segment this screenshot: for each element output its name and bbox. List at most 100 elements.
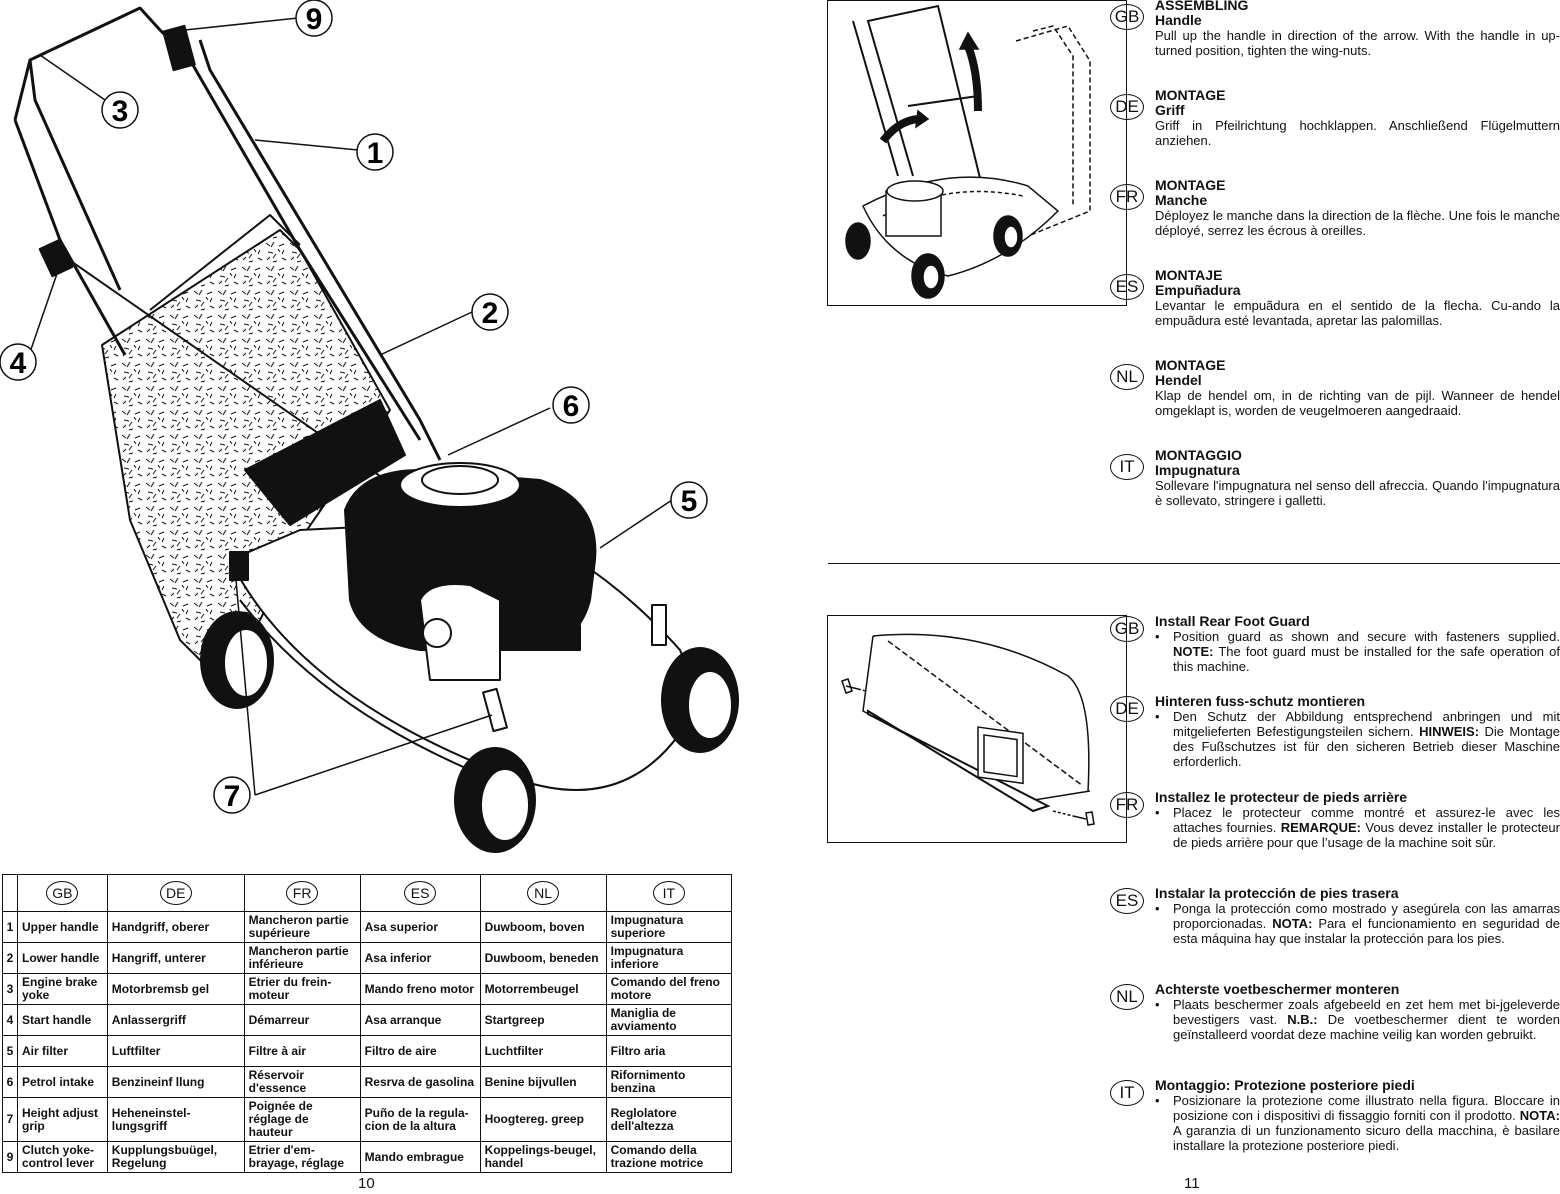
table-header-de: DE — [106, 874, 245, 912]
table-cell-nl: Koppelings-beugel, handel — [479, 1141, 607, 1173]
table-cell-gb: Petrol intake — [17, 1066, 108, 1098]
table-header-num — [2, 874, 18, 912]
note-text: A garanzia di un funzionamento sicuro de… — [1173, 1123, 1560, 1153]
block-title: MONTAGE — [1155, 87, 1226, 103]
table-row-number: 9 — [2, 1141, 18, 1173]
language-badge: NL — [1110, 364, 1144, 390]
block-title: MONTAGE — [1155, 177, 1226, 193]
note-label: NOTE: — [1173, 644, 1214, 659]
foot-guard-figure — [827, 615, 1127, 843]
block-title: ASSEMBLING — [1155, 0, 1249, 13]
block-text: Pull up the handle in direction of the a… — [1155, 28, 1560, 58]
callout-3: 3 — [112, 95, 129, 128]
callout-7: 7 — [224, 780, 241, 813]
section-divider — [828, 563, 1560, 564]
table-cell-es: Asa superior — [359, 911, 481, 943]
table-cell-nl: Startgreep — [479, 1004, 607, 1036]
table-cell-es: Filtro de aire — [359, 1035, 481, 1067]
table-cell-it: Reglolatore dell'altezza — [605, 1097, 733, 1142]
note-text: De voetbeschermer dient te worden geïnst… — [1173, 1012, 1560, 1042]
block-title: MONTAGGIO — [1155, 447, 1242, 463]
bullet-text: Placez le protecteur comme montré et ass… — [1173, 805, 1560, 835]
table-cell-es: Mando embrague — [359, 1141, 481, 1173]
table-cell-gb: Upper handle — [17, 911, 108, 943]
table-row-number: 4 — [2, 1004, 18, 1036]
table-cell-fr: Poignée de réglage de hauteur — [243, 1097, 361, 1142]
table-cell-nl: Motorrembeugel — [479, 973, 607, 1005]
callout-2: 2 — [482, 297, 499, 330]
note-label: N.B.: — [1287, 1012, 1318, 1027]
table-cell-de: Anlassergriff — [106, 1004, 245, 1036]
block-bullet: Placez le protecteur comme montré et ass… — [1155, 805, 1560, 850]
language-badge: GB — [1110, 4, 1144, 30]
note-label: NOTA: — [1272, 916, 1313, 931]
block-bullet: Posizionare la protezione come illustrat… — [1155, 1093, 1560, 1153]
note-text: Vous devez installer le protecteur de pi… — [1173, 820, 1560, 850]
note-label: NOTA: — [1519, 1108, 1560, 1123]
block-subtitle: Griff — [1155, 102, 1185, 118]
table-cell-de: Motorbremsb gel — [106, 973, 245, 1005]
table-cell-gb: Start handle — [17, 1004, 108, 1036]
table-cell-nl: Luchtfilter — [479, 1035, 607, 1067]
table-cell-fr: Démarreur — [243, 1004, 361, 1036]
table-row-number: 3 — [2, 973, 18, 1005]
note-text: Die Montage des Fußschutzes ist für den … — [1173, 724, 1560, 769]
table-cell-fr: Etrier du frein-moteur — [243, 973, 361, 1005]
block-title: Install Rear Foot Guard — [1155, 613, 1310, 629]
table-row-number: 7 — [2, 1097, 18, 1142]
page-number-left: 10 — [358, 1175, 375, 1192]
table-row-number: 1 — [2, 911, 18, 943]
block-title: Hinteren fuss-schutz montieren — [1155, 693, 1366, 709]
table-cell-it: Comando del freno motore — [605, 973, 733, 1005]
language-badge: DE — [1110, 94, 1144, 120]
table-cell-gb: Air filter — [17, 1035, 108, 1067]
note-text: The foot guard must be installed for the… — [1173, 644, 1560, 674]
table-cell-de: Luftfilter — [106, 1035, 245, 1067]
table-cell-gb: Engine brake yoke — [17, 973, 108, 1005]
table-cell-fr: Etrier d'em-brayage, réglage — [243, 1141, 361, 1173]
note-label: REMARQUE: — [1280, 820, 1361, 835]
table-cell-es: Asa inferior — [359, 942, 481, 974]
language-badge: IT — [1110, 1080, 1144, 1106]
handle-assembly-figure — [827, 0, 1127, 306]
note-label: HINWEIS: — [1419, 724, 1480, 739]
table-cell-es: Asa arranque — [359, 1004, 481, 1036]
table-row-number: 5 — [2, 1035, 18, 1067]
block-title: Installez le protecteur de pieds arrière — [1155, 789, 1408, 805]
table-cell-it: Maniglia de avviamento — [605, 1004, 733, 1036]
language-badge: FR — [1110, 792, 1144, 818]
callout-9: 9 — [306, 3, 323, 36]
language-badge: NL — [1110, 984, 1144, 1010]
table-cell-gb: Clutch yoke-control lever — [17, 1141, 108, 1173]
language-badge: ES — [1110, 274, 1144, 300]
block-text: Griff in Pfeilrichtung hochklappen. Ansc… — [1155, 118, 1560, 148]
bullet-text: Ponga la protección como mostrado y aseg… — [1173, 901, 1560, 931]
table-cell-nl: Hoogtereg. greep — [479, 1097, 607, 1142]
block-subtitle: Hendel — [1155, 372, 1202, 388]
table-row-number: 6 — [2, 1066, 18, 1098]
block-text: Levantar le empuãdura en el sentido de l… — [1155, 298, 1560, 328]
block-subtitle: Manche — [1155, 192, 1208, 208]
callout-4: 4 — [10, 347, 27, 380]
language-badge: DE — [1110, 696, 1144, 722]
table-cell-es: Mando freno motor — [359, 973, 481, 1005]
block-title: Achterste voetbeschermer monteren — [1155, 981, 1400, 997]
table-cell-fr: Mancheron partie supérieure — [243, 911, 361, 943]
table-cell-fr: Mancheron partie inférieure — [243, 942, 361, 974]
block-bullet: Ponga la protección como mostrado y aseg… — [1155, 901, 1560, 946]
table-cell-es: Resrva de gasolina — [359, 1066, 481, 1098]
callout-5: 5 — [681, 485, 698, 518]
table-cell-fr: Filtre à air — [243, 1035, 361, 1067]
callout-1: 1 — [367, 137, 384, 170]
bullet-text: Den Schutz der Abbildung entsprechend an… — [1173, 709, 1560, 739]
table-cell-it: Impugnatura inferiore — [605, 942, 733, 974]
